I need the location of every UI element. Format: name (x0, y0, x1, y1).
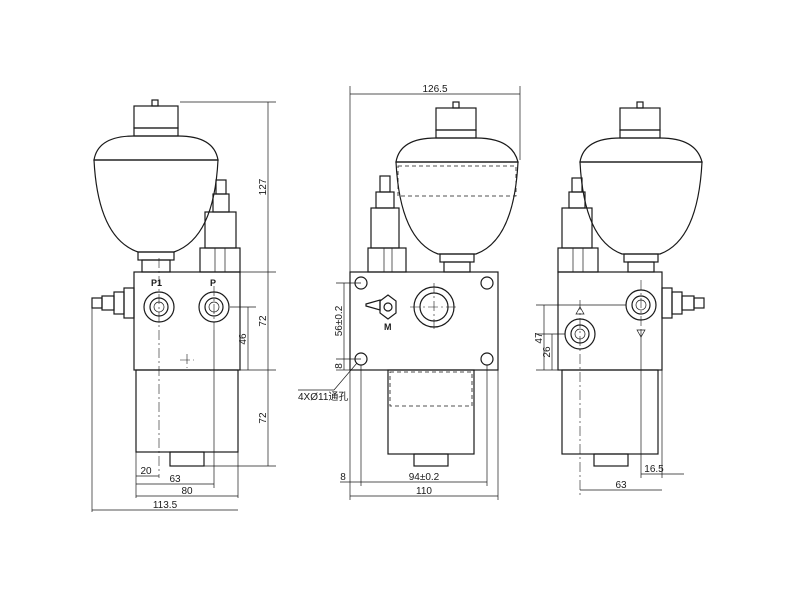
dim-height-top: 127 (258, 178, 269, 195)
front-view: P1 P 127 72 46 72 20 (91, 99, 276, 512)
dim-block-width: 80 (181, 486, 193, 497)
dim-offset-right: 16.5 (644, 464, 664, 475)
right-dimensions: 47 26 16.5 63 (534, 304, 684, 491)
pressure-sensor-right (557, 177, 599, 273)
side-dimensions: 126.5 56±0.2 8 4XØ11通孔 8 94±0.2 110 (298, 84, 521, 500)
pressure-sensor-side (367, 175, 407, 273)
dim-side-block-width: 110 (416, 486, 432, 497)
dim-port-center: 63 (169, 474, 181, 485)
gauge-port-side (410, 283, 458, 331)
valve-block-side (349, 271, 499, 371)
right-view: 47 26 16.5 63 (534, 101, 705, 495)
dim-hole-offset-v: 8 (334, 363, 345, 369)
dim-right-width: 63 (615, 480, 627, 491)
side-view: M 126.5 56±0.2 8 4XØ11通孔 (298, 84, 521, 500)
filter-body-front (135, 369, 239, 467)
dim-offset: 20 (140, 466, 152, 477)
dim-hole-spacing-h: 94±0.2 (409, 472, 440, 483)
filter-body-side (387, 369, 475, 467)
side-fitting-front (91, 287, 135, 319)
dim-hole-offset-h: 8 (340, 472, 346, 483)
accumulator-right (579, 101, 703, 273)
valve-label-m: M (384, 322, 392, 332)
port-label-p: P (210, 278, 216, 288)
side-fitting-right (661, 287, 705, 319)
accumulator-side (395, 101, 519, 273)
front-dimensions: 127 72 46 72 20 63 80 113.5 (91, 101, 276, 512)
port-label-p1: P1 (151, 278, 162, 288)
accumulator-front (93, 99, 219, 273)
dim-total-width: 113.5 (153, 500, 178, 511)
holes-note: 4XØ11通孔 (298, 391, 348, 403)
dim-side-total-width: 126.5 (422, 84, 447, 95)
dim-height-block: 72 (258, 315, 269, 327)
dim-hole-spacing-v: 56±0.2 (334, 305, 345, 336)
dim-port-spacing: 46 (238, 333, 249, 345)
dim-height-lower: 26 (542, 346, 553, 358)
filter-body-right (561, 369, 659, 467)
dim-height-body: 72 (258, 412, 269, 424)
pressure-sensor-front (199, 179, 241, 273)
dim-height-upper: 47 (534, 332, 545, 344)
manual-valve: M (365, 294, 397, 332)
